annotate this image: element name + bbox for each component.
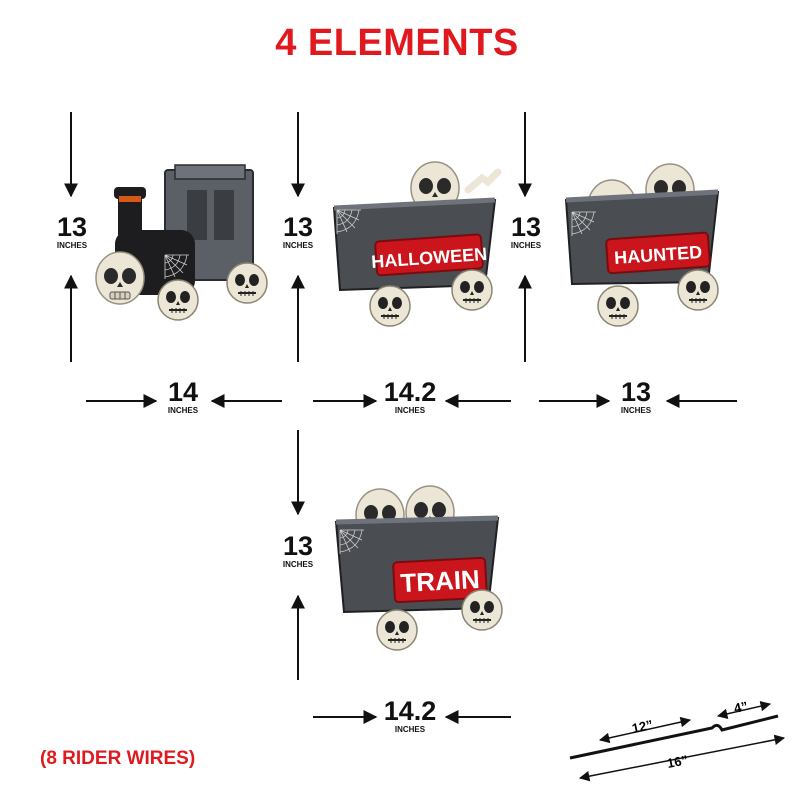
haunted-cart-illustration: HAUNTED [564,163,720,327]
rider-wires-note: (8 RIDER WIRES) [40,748,196,769]
rider-wire-diagram: 12” 4” 16” [569,698,786,782]
halloween-cart-illustration: HALLOWEEN [332,161,502,327]
locomotive-illustration [95,164,268,321]
page-title: 4 ELEMENTS [275,22,519,64]
wire-segment-a-label: 12” [631,717,655,736]
wire-total-label: 16” [666,752,689,771]
height-arrows [64,112,532,680]
train-cart-illustration: TRAIN [334,485,503,651]
train-sign-text: TRAIN [400,564,481,598]
width-arrows [86,394,737,724]
wire-segment-b-label: 4” [733,698,750,716]
